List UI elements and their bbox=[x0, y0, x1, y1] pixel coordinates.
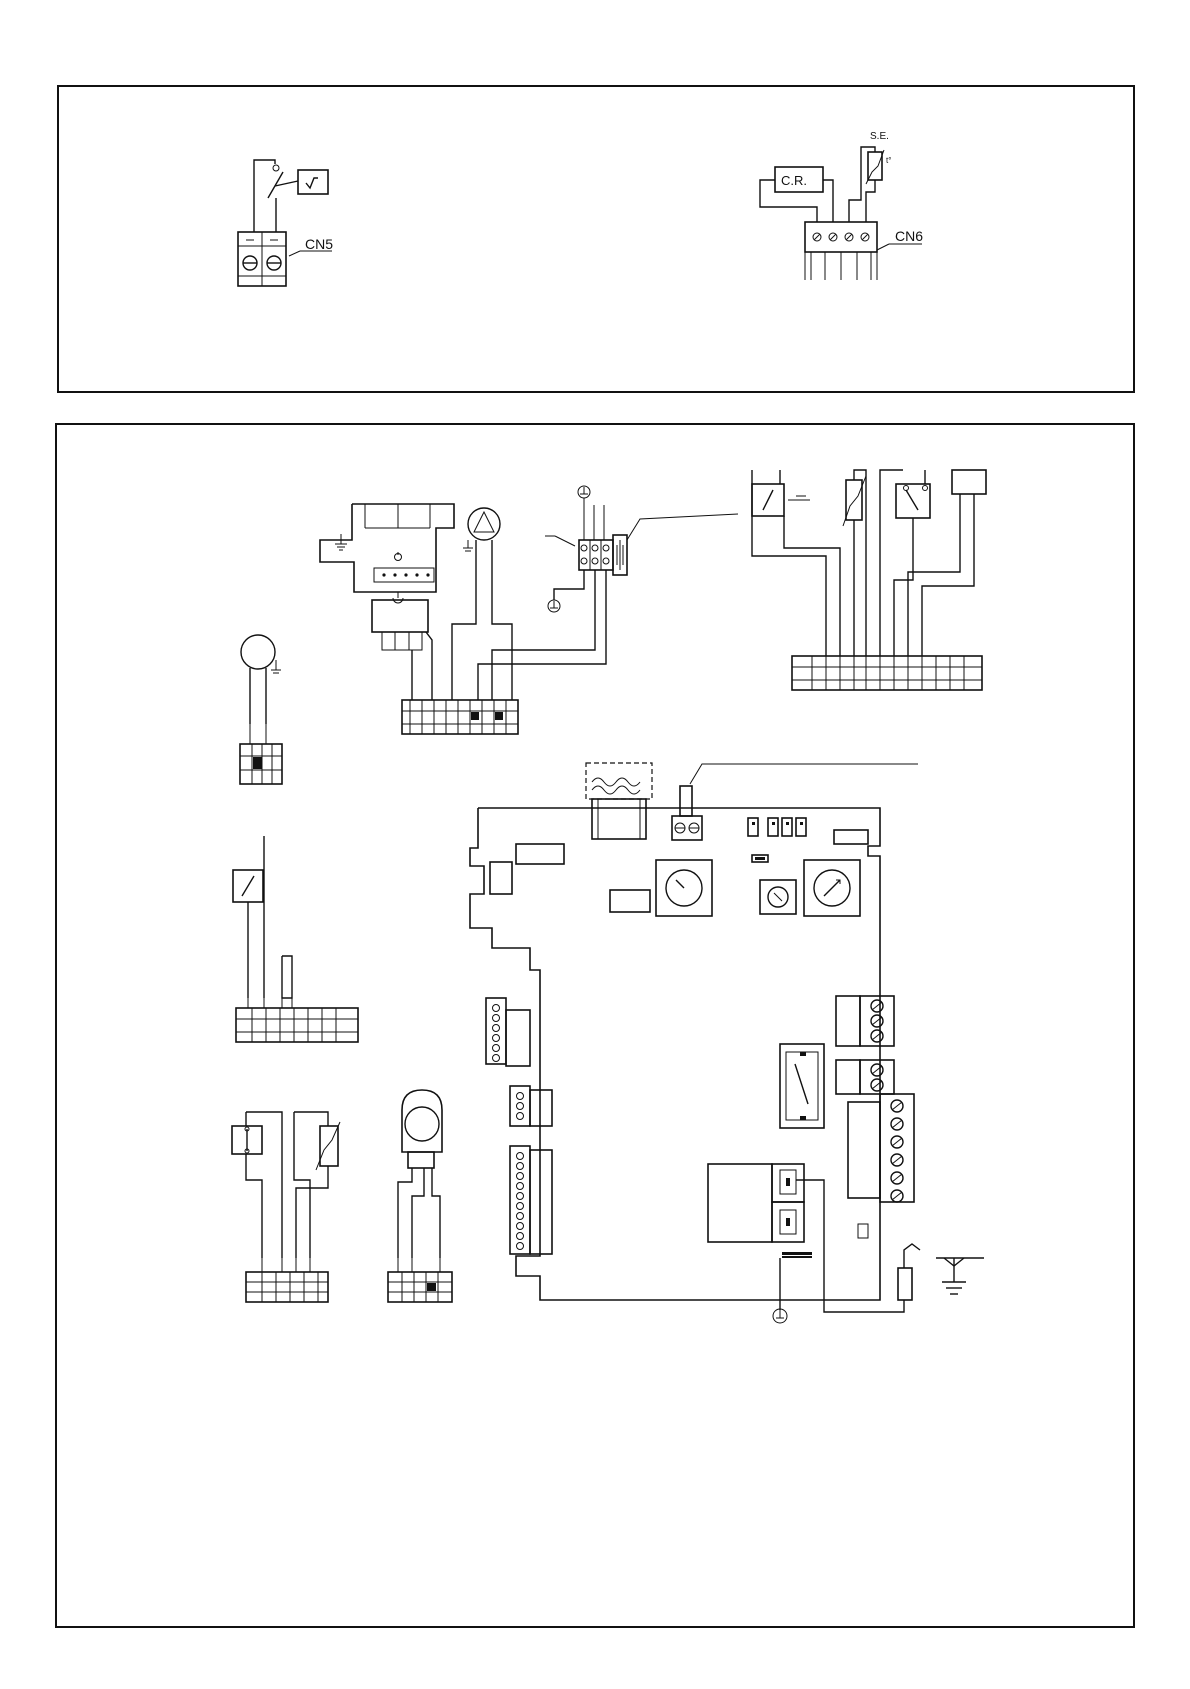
bottom-left-dhw-sensors bbox=[232, 1112, 340, 1302]
terminal-right-2 bbox=[860, 1060, 894, 1094]
top-panel-frame bbox=[58, 86, 1134, 392]
fan-box bbox=[952, 470, 986, 494]
left-switch-connector bbox=[233, 836, 358, 1042]
left-sensor-round bbox=[240, 635, 282, 784]
connector-sensors-top-right bbox=[792, 656, 982, 690]
gas-valve-transformer bbox=[320, 504, 454, 650]
main-control-board bbox=[470, 763, 918, 1300]
board-earth bbox=[773, 1258, 787, 1323]
cr-label: C.R. bbox=[781, 173, 807, 188]
se-label: S.E. bbox=[870, 131, 889, 142]
pcb-transformer bbox=[708, 1164, 772, 1242]
cn6-remote-control-and-external-sensor-connection: C.R. S.E. t° CN6 bbox=[760, 131, 923, 280]
connector-main-power bbox=[402, 700, 518, 734]
wire-transformer-2 bbox=[426, 632, 432, 700]
t-symbol-top: t° bbox=[886, 156, 891, 165]
ntc-sensor bbox=[846, 480, 862, 520]
pump bbox=[452, 508, 512, 700]
mains-terminal-earth-fuse bbox=[478, 486, 738, 700]
cn6-terminal-block bbox=[805, 222, 877, 280]
three-way-valve bbox=[388, 1090, 452, 1302]
valve-motor-icon bbox=[405, 1107, 439, 1141]
round-sensor-icon bbox=[241, 635, 275, 669]
sensors-group-top-right bbox=[752, 470, 986, 656]
cn5-room-thermostat-connection: CN5 bbox=[238, 160, 333, 286]
ignition-electrode bbox=[796, 1180, 984, 1312]
cn5-terminal-block bbox=[238, 232, 286, 286]
cn6-label: CN6 bbox=[895, 228, 923, 244]
fuse-dashed-box bbox=[586, 763, 652, 799]
cn5-label: CN5 bbox=[305, 236, 333, 252]
